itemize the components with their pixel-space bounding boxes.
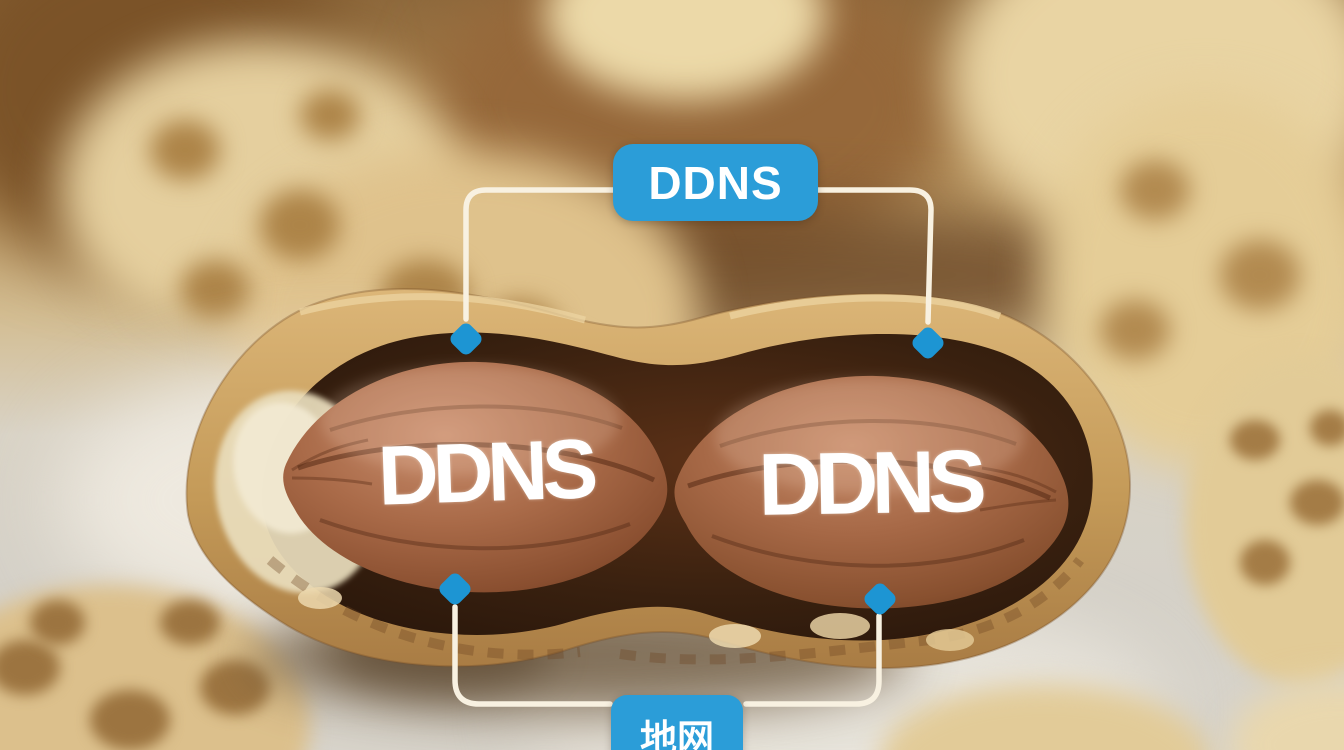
peanut-netting-spot [1240,540,1290,585]
top-callout-badge: DDNS [613,144,818,221]
peanut-netting-spot [1120,160,1190,220]
peanut-netting-spot [1310,410,1344,446]
peanut-netting-spot [0,640,60,695]
kernel-left-sheen [320,365,620,475]
diamond-marker-top-left [450,323,482,355]
peanut-netting-spot [300,90,360,140]
peanut-netting-spot [160,600,220,645]
peanut-netting-spot [150,120,220,180]
connector-bottom-right [743,613,882,707]
diamond-markers [439,323,944,615]
peanut-netting-spot [200,660,270,715]
shell-rim-texture [266,293,1084,665]
connector-top-left [463,187,616,322]
diamond-marker-bottom-left [439,573,471,605]
peanut-netting-spot [260,190,340,260]
peanut-netting-spot [30,600,85,645]
shell-rim-chips [298,587,974,651]
bottom-callout-label: 地网 [640,718,714,750]
diamond-marker-top-right [912,327,944,359]
peanut-netting-spot [1230,420,1280,460]
peanut-netting-spot [180,260,250,320]
connector-top-right [815,187,934,325]
peanut-netting-spot [1220,240,1300,310]
diamond-marker-bottom-right [864,583,896,615]
bottom-callout-badge: 地网 [611,695,743,750]
peanut-netting-spot [1100,300,1170,360]
peanut-netting-spot [90,690,170,750]
connector-bottom-left [452,604,613,707]
peanut-netting-spot [1290,480,1344,525]
top-callout-label: DDNS [648,156,783,209]
kernel-right-sheen [715,378,1025,494]
